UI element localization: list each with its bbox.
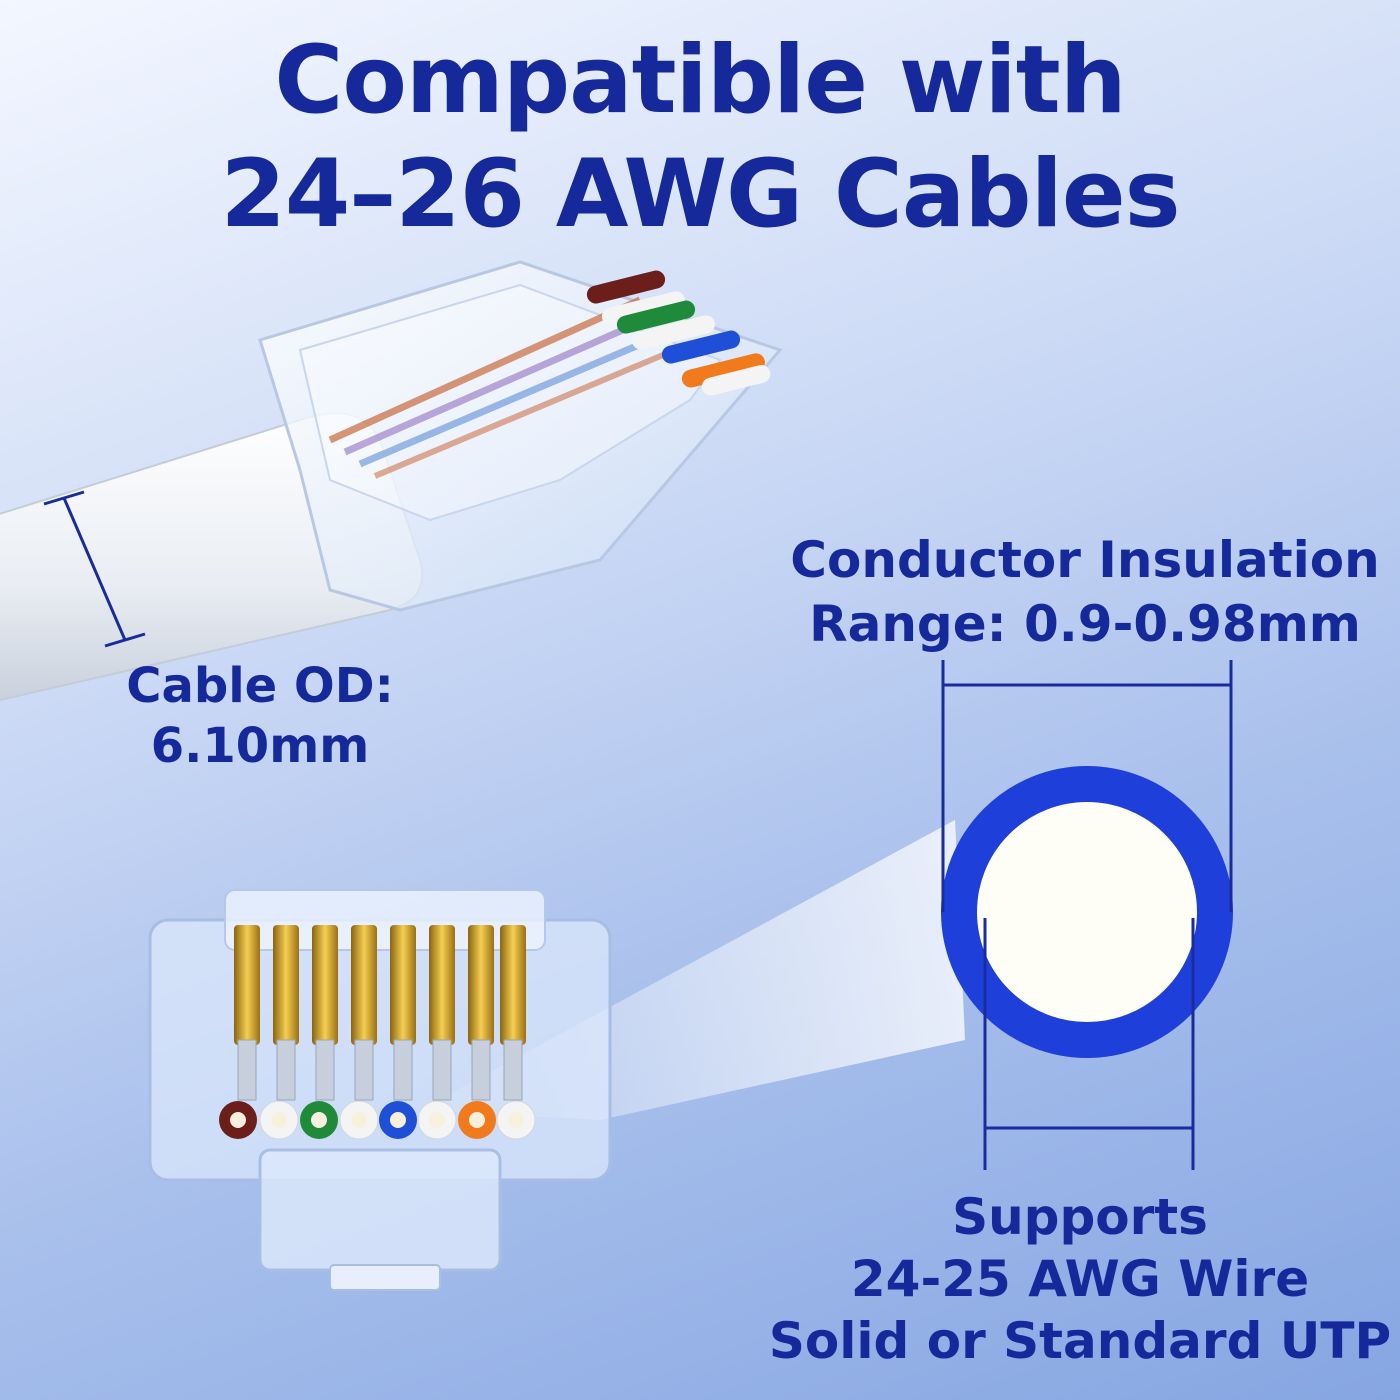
supports-label: Supports 24-25 AWG Wire Solid or Standar… bbox=[760, 1186, 1400, 1372]
conductor-insulation-label: Conductor Insulation Range: 0.9-0.98mm bbox=[770, 528, 1400, 656]
wire-cross-section bbox=[941, 766, 1233, 1058]
insulation-dimension bbox=[941, 660, 1233, 912]
wire-ends-top bbox=[586, 270, 771, 396]
conductor-dimension bbox=[983, 918, 1195, 1170]
supports-line-1: Supports bbox=[952, 1188, 1208, 1246]
cable-od-line-1: Cable OD: bbox=[126, 658, 394, 714]
wire-ends-front bbox=[219, 1100, 536, 1140]
supports-line-2: 24-25 AWG Wire bbox=[850, 1250, 1310, 1308]
headline: Compatible with 24–26 AWG Cables bbox=[0, 24, 1400, 252]
connector-top bbox=[258, 260, 783, 612]
connector-front bbox=[148, 889, 612, 1291]
cable-od-line-2: 6.10mm bbox=[150, 718, 370, 774]
cable-od-label: Cable OD: 6.10mm bbox=[80, 656, 440, 776]
gold-contacts bbox=[234, 925, 526, 1045]
cable-od-indicator bbox=[43, 490, 146, 648]
conductor-line-1: Conductor Insulation bbox=[790, 531, 1380, 589]
headline-line-1: Compatible with bbox=[274, 26, 1126, 135]
cable-with-connector bbox=[0, 260, 783, 701]
headline-line-2: 24–26 AWG Cables bbox=[220, 140, 1180, 249]
conductor-line-2: Range: 0.9-0.98mm bbox=[809, 595, 1361, 653]
supports-line-3: Solid or Standard UTP bbox=[768, 1312, 1392, 1370]
